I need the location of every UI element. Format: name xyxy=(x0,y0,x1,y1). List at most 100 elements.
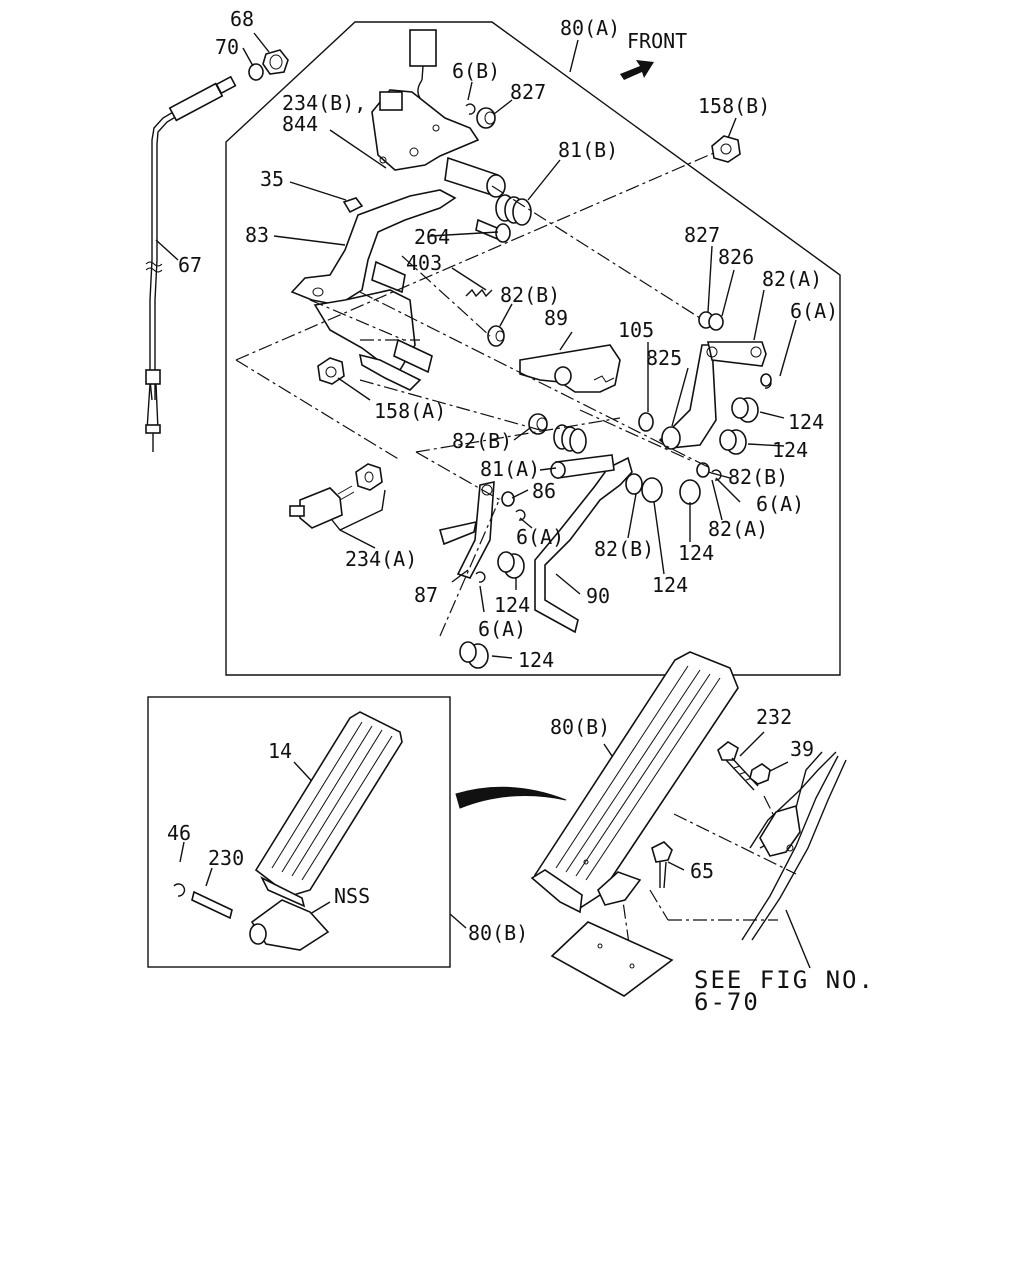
shaft-upper xyxy=(444,156,506,198)
callout-158b: 158(B) xyxy=(698,94,770,118)
bushing-124-mid-a xyxy=(625,473,663,503)
callout-83: 83 xyxy=(245,223,269,247)
shaft-81a xyxy=(550,454,615,479)
callout-67: 67 xyxy=(178,253,202,277)
callout-90: 90 xyxy=(586,584,610,608)
pedal-pad-80b xyxy=(530,651,739,914)
callout-264: 264 xyxy=(414,225,450,249)
washer-105 xyxy=(638,412,654,432)
callout-234b: 234(B), xyxy=(282,91,366,115)
inset-box-80b xyxy=(147,696,451,968)
connector-844 xyxy=(409,29,437,99)
callout-70: 70 xyxy=(215,35,239,59)
assembly-boundary-80a xyxy=(225,21,841,676)
callout-81b: 81(B) xyxy=(558,138,618,162)
see-fig-line2: 6-70 xyxy=(694,988,760,1016)
floor-plate xyxy=(550,921,674,997)
cable-washer-70 xyxy=(248,63,264,81)
callout-826: 826 xyxy=(718,245,754,269)
pad-35 xyxy=(342,197,364,214)
clip-6b xyxy=(465,103,476,115)
callout-6a-lever: 6(A) xyxy=(516,525,564,549)
callout-65: 65 xyxy=(690,859,714,883)
bushing-82a-a xyxy=(760,373,772,387)
link-826 xyxy=(706,341,767,367)
linkage-89 xyxy=(519,344,621,393)
callout-82a-mid: 82(A) xyxy=(708,517,768,541)
callout-46: 46 xyxy=(167,821,191,845)
clip-46 xyxy=(173,883,186,897)
callout-39: 39 xyxy=(790,737,814,761)
accelerator-cable-67 xyxy=(145,75,237,452)
callout-825: 825 xyxy=(646,346,682,370)
bolt-65 xyxy=(651,841,673,889)
callout-403: 403 xyxy=(406,251,442,275)
shaft-lower xyxy=(371,260,433,374)
stop-switch-234a xyxy=(289,463,383,529)
callout-80a: 80(A) xyxy=(560,16,620,40)
callout-124-b: 124 xyxy=(772,438,808,462)
label-front: FRONT xyxy=(627,29,687,53)
vehicle-body-panel xyxy=(741,751,847,941)
bushing-124-lever xyxy=(497,551,525,579)
labels: FRONT 68 70 67 80(A) 6(B) 827 234(B), 84… xyxy=(167,7,875,1016)
clip-6a-b xyxy=(475,571,486,583)
assembly-lines xyxy=(235,151,797,966)
callout-6a-mid: 6(A) xyxy=(756,492,804,516)
callout-827-right: 827 xyxy=(684,223,720,247)
see-fig-line1: SEE FIG NO. xyxy=(694,966,875,994)
bushing-827-lower xyxy=(698,311,724,331)
bushing-124-right-b xyxy=(719,429,747,455)
front-arrow-icon xyxy=(620,60,654,80)
callout-124-d: 124 xyxy=(652,573,688,597)
callout-105: 105 xyxy=(618,318,654,342)
callout-nss: NSS xyxy=(334,884,370,908)
callout-80b-pedal: 80(B) xyxy=(550,715,610,739)
bolt-232 xyxy=(717,741,759,791)
callout-230: 230 xyxy=(208,846,244,870)
bushing-124-mid-b xyxy=(679,479,701,505)
callout-232: 232 xyxy=(756,705,792,729)
switch-bracket-234b xyxy=(371,89,480,171)
callout-68: 68 xyxy=(230,7,254,31)
callout-35: 35 xyxy=(260,167,284,191)
spring-81a xyxy=(553,424,587,454)
callout-234a: 234(A) xyxy=(345,547,417,571)
bushing-124-right-a xyxy=(731,397,759,423)
spring-403 xyxy=(465,288,493,298)
bushing-82b-b xyxy=(528,413,548,435)
callout-82a-top: 82(A) xyxy=(762,267,822,291)
callout-124-e: 124 xyxy=(494,593,530,617)
callout-124-c: 124 xyxy=(678,541,714,565)
lever-87 xyxy=(438,480,495,579)
callout-81a: 81(A) xyxy=(480,457,540,481)
bolt-264 xyxy=(475,218,511,243)
callout-827-top: 827 xyxy=(510,80,546,104)
nut-158b xyxy=(711,135,741,163)
lever-825 xyxy=(658,344,717,450)
callout-158a: 158(A) xyxy=(374,399,446,423)
washer-86 xyxy=(501,491,515,507)
bushing-827-upper xyxy=(476,107,496,129)
pin-230 xyxy=(191,890,233,920)
callout-124-f: 124 xyxy=(518,648,554,672)
callout-6a-right: 6(A) xyxy=(790,299,838,323)
callout-87: 87 xyxy=(414,583,438,607)
callout-80b-inset: 80(B) xyxy=(468,921,528,945)
hinge-nss xyxy=(249,899,330,951)
nut-39 xyxy=(749,763,771,785)
pedal-pad-14 xyxy=(254,711,403,908)
callout-82b-mid: 82(B) xyxy=(452,429,512,453)
cable-nut-68 xyxy=(262,49,289,75)
bushing-124-bottom xyxy=(459,641,489,669)
nut-158a xyxy=(317,357,345,385)
callout-14: 14 xyxy=(268,739,292,763)
callout-6a-bottom: 6(A) xyxy=(478,617,526,641)
reference-arrow xyxy=(455,786,567,809)
callout-82b-right: 82(B) xyxy=(728,465,788,489)
callout-89: 89 xyxy=(544,306,568,330)
callout-82b-upper: 82(B) xyxy=(500,283,560,307)
bushing-82b-a xyxy=(487,325,505,347)
callout-844: 844 xyxy=(282,112,318,136)
